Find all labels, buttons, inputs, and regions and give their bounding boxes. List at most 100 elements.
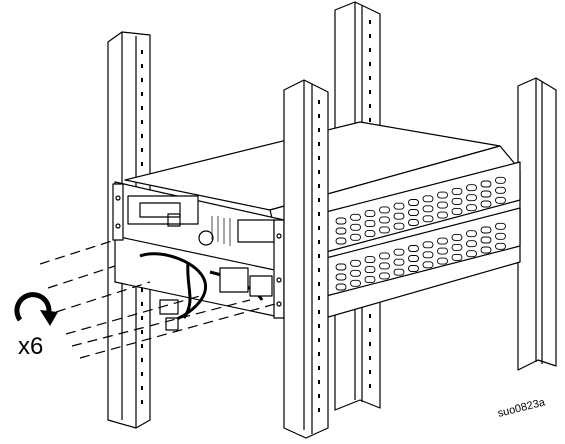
vent-slot — [466, 230, 477, 238]
vent-slot — [393, 268, 405, 276]
rack-hole — [318, 128, 320, 132]
rack-hole — [141, 302, 143, 306]
rack-hole — [141, 162, 143, 166]
vent-slot — [466, 204, 477, 212]
vent-slot — [451, 197, 463, 205]
vent-slot — [393, 248, 405, 256]
vent-slot — [495, 232, 506, 240]
vent-slot — [379, 206, 390, 214]
rack-hole — [318, 324, 320, 328]
vent-slot — [437, 247, 448, 255]
rack-hole — [141, 386, 143, 390]
vent-slot — [379, 252, 390, 260]
rack-hole — [318, 142, 320, 146]
vent-slot — [422, 205, 434, 213]
vent-slot — [335, 217, 347, 225]
vent-slot — [466, 250, 477, 258]
rack-hole — [369, 104, 371, 108]
vent-slot — [437, 237, 448, 245]
vent-slot — [495, 196, 506, 204]
rack-hole — [318, 338, 320, 342]
rack-hole — [141, 358, 143, 362]
vent-slot — [393, 222, 405, 230]
rack-hole — [318, 366, 320, 370]
rack-hole — [369, 342, 371, 346]
rack-hole — [318, 254, 320, 258]
rack-hole — [141, 344, 143, 348]
rack-hole — [369, 90, 371, 94]
rack-hole — [141, 92, 143, 96]
rack-hole — [369, 314, 371, 318]
vent-slot — [480, 236, 492, 244]
rack-hole — [318, 114, 320, 118]
vent-slot — [379, 262, 390, 270]
vent-slot — [364, 230, 376, 238]
vent-slot — [451, 233, 463, 241]
vent-slot — [408, 219, 419, 226]
rack-hole — [369, 20, 371, 24]
vent-slot — [437, 211, 448, 219]
vent-slot — [480, 180, 492, 188]
vent-slot — [364, 210, 376, 218]
rack-hole — [318, 282, 320, 286]
vent-slot — [422, 241, 434, 249]
rack-hole — [318, 170, 320, 174]
vent-slot — [480, 246, 492, 254]
vent-slot — [335, 227, 347, 235]
vent-slot — [350, 223, 361, 231]
rack-hole — [141, 148, 143, 152]
rack-hole — [141, 50, 143, 54]
rack-hole — [318, 352, 320, 356]
screw-count-label: x6 — [18, 333, 44, 360]
rack-hole — [141, 316, 143, 320]
vent-slot — [364, 256, 376, 264]
rack-hole — [318, 184, 320, 188]
rack-hole — [141, 400, 143, 404]
rack-hole — [318, 296, 320, 300]
vent-slot — [437, 257, 448, 265]
screw-guide-lines — [39, 239, 276, 359]
rack-hole — [369, 48, 371, 52]
rack-hole — [369, 356, 371, 360]
vent-slot — [335, 283, 347, 291]
vent-slot — [408, 209, 419, 216]
rack-hole — [369, 76, 371, 80]
rack-hole — [141, 134, 143, 138]
vent-slot — [335, 263, 347, 271]
vent-slot — [480, 226, 492, 234]
vent-slot — [408, 199, 419, 206]
rack-hole — [318, 268, 320, 272]
rack-hole — [141, 330, 143, 334]
rack-post-rear-right — [517, 77, 557, 371]
vent-slot — [422, 215, 434, 223]
vent-slot — [466, 240, 477, 248]
rack-hole — [318, 380, 320, 384]
rack-post-front-right — [283, 79, 329, 439]
vent-slot — [350, 279, 361, 287]
vent-slot — [379, 226, 390, 234]
vent-slot — [408, 245, 419, 252]
rack-hole — [141, 120, 143, 124]
vent-slot — [451, 253, 463, 261]
vent-slot — [422, 251, 434, 259]
vent-slot — [495, 242, 506, 250]
rack-hole — [369, 370, 371, 374]
vent-slot — [335, 273, 347, 281]
rack-hole — [318, 226, 320, 230]
vent-slot — [451, 243, 463, 251]
rack-hole — [318, 100, 320, 104]
rack-hole — [141, 288, 143, 292]
vent-slot — [466, 184, 477, 192]
vent-slot — [350, 213, 361, 221]
rack-hole — [318, 408, 320, 412]
rack-hole — [369, 34, 371, 38]
rack-hole — [369, 118, 371, 122]
vent-slot — [437, 201, 448, 209]
rack-hole — [141, 78, 143, 82]
vent-slot — [451, 207, 463, 215]
vent-slot — [393, 202, 405, 210]
ups-unit — [112, 121, 521, 331]
vent-slot — [364, 276, 376, 284]
vent-slot — [350, 233, 361, 241]
